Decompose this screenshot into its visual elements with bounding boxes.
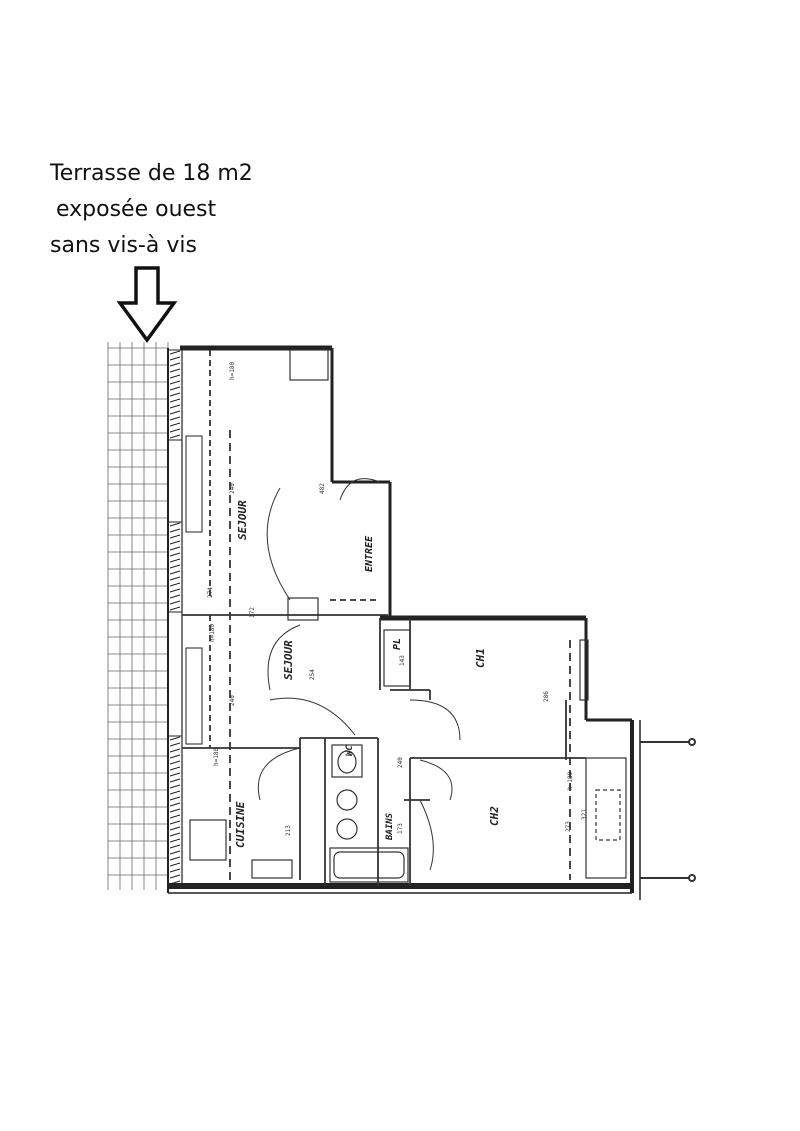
dim-240-top: 240: [229, 483, 236, 494]
dim-254: 254: [309, 669, 316, 680]
terrace-grid: [107, 342, 169, 890]
room-label-ch2: CH2: [488, 806, 501, 826]
dimension-labels: 240 240 254 274 172 286 273 213 321 143 …: [207, 362, 588, 836]
door-swings: [257, 478, 461, 871]
dim-240-bottom: 240: [229, 695, 236, 706]
arrow-down-icon: [116, 266, 178, 343]
dim-321: 321: [581, 809, 588, 820]
room-label-sejour-top: SEJOUR: [236, 500, 249, 540]
west-facade-hatching: [167, 349, 203, 887]
interior-walls: [182, 350, 586, 886]
dim-173: 173: [397, 823, 404, 834]
dim-h180-c: h=180: [213, 748, 220, 766]
room-label-sejour-bottom: SEJOUR: [282, 640, 295, 680]
terrace-caption: Terrasse de 18 m2 exposée ouest sans vis…: [50, 156, 253, 264]
dim-213: 213: [285, 825, 292, 836]
caption-line-area: Terrasse de 18 m2: [50, 161, 253, 186]
dim-172: 172: [249, 607, 256, 618]
dim-143: 143: [399, 655, 406, 666]
caption-line-exposure: exposée ouest: [56, 197, 217, 222]
dim-274: 274: [207, 587, 214, 598]
room-label-bains: BAINS: [385, 812, 395, 841]
dim-h180-b: h=180: [209, 624, 216, 642]
room-labels: SEJOUR SEJOUR ENTREE CUISINE PL CH1 CH2 …: [234, 500, 501, 848]
room-label-pl: PL: [392, 638, 403, 650]
balcony-rails: [640, 738, 696, 882]
fixtures: [189, 349, 627, 883]
room-label-entree: ENTREE: [364, 535, 375, 572]
dim-h180-d: h=180: [567, 772, 574, 790]
dim-286: 286: [543, 691, 550, 702]
dim-240-hall: 240: [397, 757, 404, 768]
room-label-ch1: CH1: [474, 648, 487, 668]
caption-line-view: sans vis-à vis: [50, 233, 197, 258]
dim-482: 482: [319, 483, 326, 494]
dim-h180-a: h=180: [229, 362, 236, 380]
dim-273: 273: [565, 821, 572, 832]
room-label-wc: WC: [345, 745, 355, 756]
room-label-cuisine: CUISINE: [234, 801, 247, 848]
